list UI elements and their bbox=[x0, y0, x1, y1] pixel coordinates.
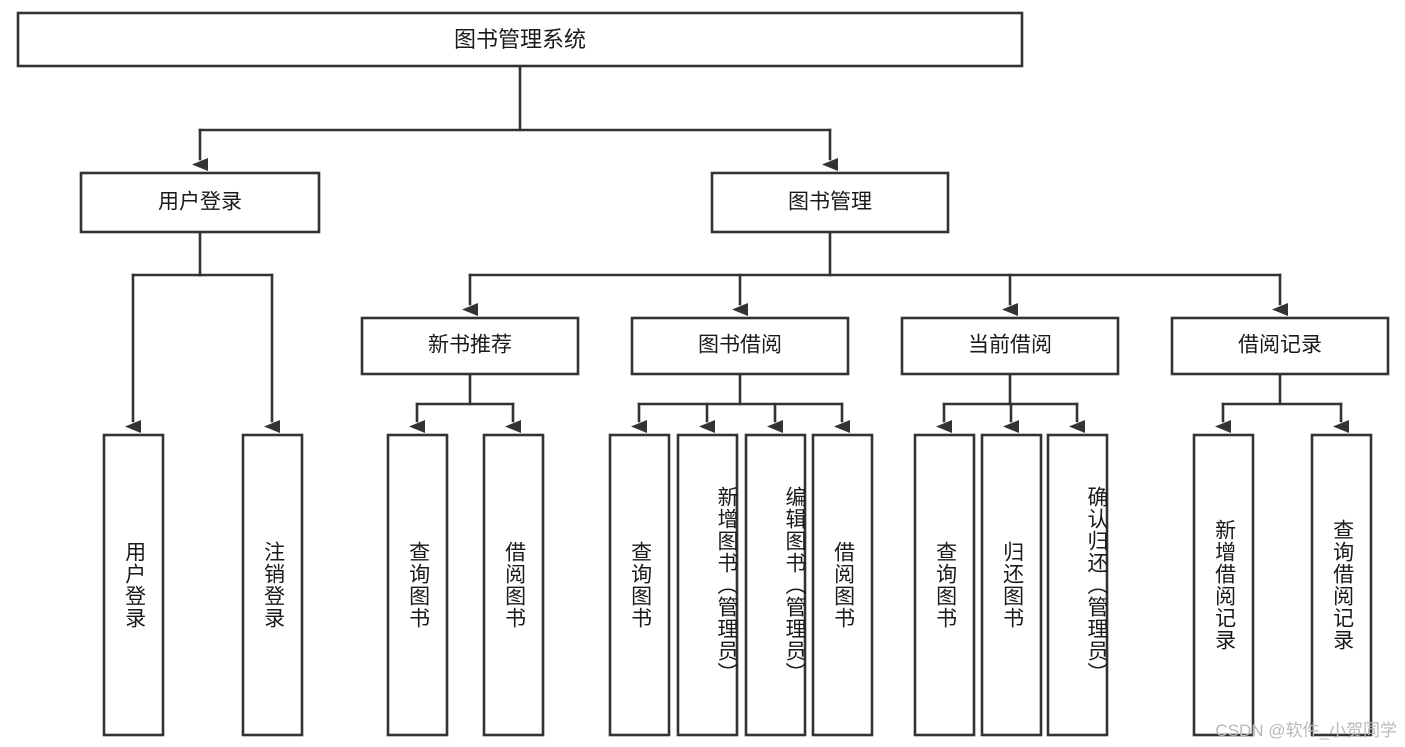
node-user-login-box[interactable] bbox=[79, 171, 321, 234]
leaf-box-return-book[interactable] bbox=[980, 433, 1043, 737]
node-new-book-recommend-label: 新书推荐 bbox=[428, 334, 512, 357]
node-new-book-recommend[interactable]: 新书推荐 bbox=[360, 316, 580, 376]
node-book-manage-label: 图书管理 bbox=[788, 191, 872, 214]
node-current-borrow-label: 当前借阅 bbox=[968, 334, 1052, 357]
leaf-box-query-borrow-record[interactable] bbox=[1310, 433, 1373, 737]
node-new-book-recommend-box[interactable] bbox=[360, 316, 580, 376]
leaf-box-query-book-3[interactable] bbox=[913, 433, 976, 737]
node-borrow-record[interactable]: 借阅记录 bbox=[1170, 316, 1390, 376]
node-root-box[interactable] bbox=[16, 11, 1024, 68]
leaf-box-add-borrow-record[interactable] bbox=[1192, 433, 1255, 737]
node-book-borrow[interactable]: 图书借阅 bbox=[630, 316, 850, 376]
leaf-box-edit-book[interactable] bbox=[744, 433, 807, 737]
leaf-box-add-book[interactable] bbox=[676, 433, 739, 737]
leaf-box-borrow-book-1[interactable] bbox=[482, 433, 545, 737]
csdn-watermark: CSDN @软件_小贺同学 bbox=[1215, 721, 1397, 740]
node-current-borrow[interactable]: 当前借阅 bbox=[900, 316, 1120, 376]
leaf-box-confirm-return[interactable] bbox=[1046, 433, 1109, 737]
leaf-box-user-login[interactable] bbox=[102, 433, 165, 737]
node-user-login-label: 用户登录 bbox=[158, 191, 242, 214]
leaf-box-logout-login[interactable] bbox=[241, 433, 304, 737]
node-book-manage-box[interactable] bbox=[710, 171, 950, 234]
node-root-label: 图书管理系统 bbox=[454, 27, 586, 52]
node-book-manage[interactable]: 图书管理 bbox=[710, 171, 950, 234]
leaf-box-layer bbox=[102, 433, 1373, 737]
node-current-borrow-box[interactable] bbox=[900, 316, 1120, 376]
node-book-borrow-label: 图书借阅 bbox=[698, 334, 782, 357]
leaf-box-borrow-book-2[interactable] bbox=[811, 433, 874, 737]
node-root[interactable]: 图书管理系统 bbox=[16, 11, 1024, 68]
leaf-box-query-book-1[interactable] bbox=[386, 433, 449, 737]
leaf-box-query-book-2[interactable] bbox=[608, 433, 671, 737]
node-borrow-record-label: 借阅记录 bbox=[1238, 334, 1322, 357]
connector-layer bbox=[125, 64, 1349, 433]
node-user-login[interactable]: 用户登录 bbox=[79, 171, 321, 234]
node-borrow-record-box[interactable] bbox=[1170, 316, 1390, 376]
node-book-borrow-box[interactable] bbox=[630, 316, 850, 376]
